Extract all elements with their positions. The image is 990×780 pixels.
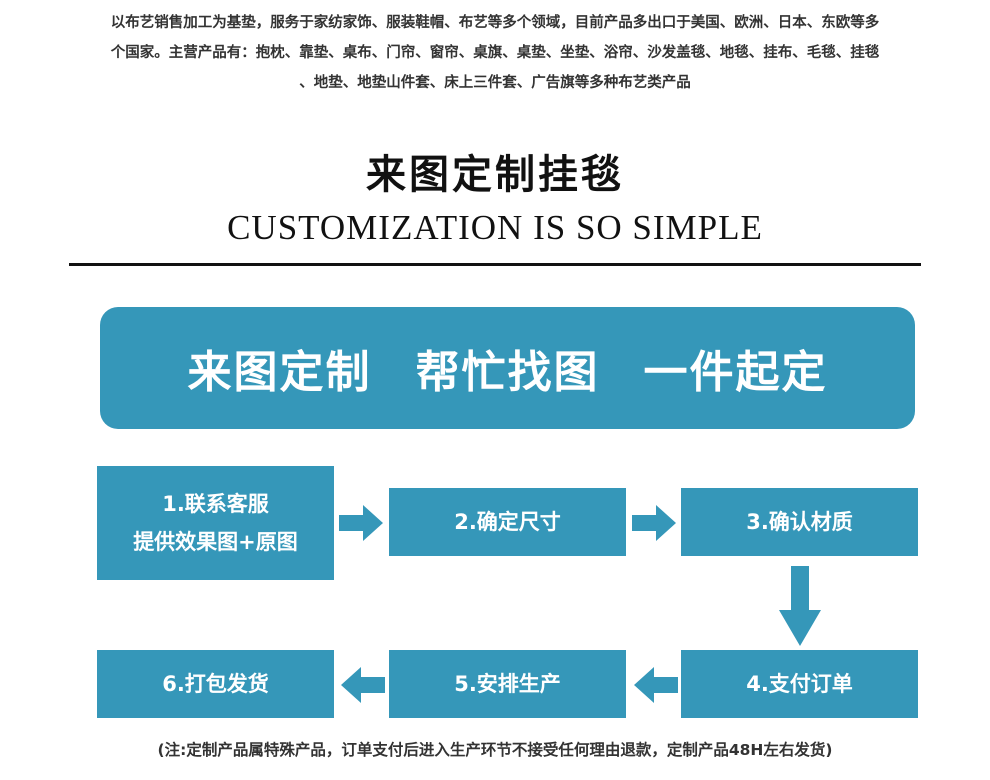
arrow-left-icon — [341, 667, 385, 703]
step-confirm-material: 3.确认材质 — [681, 488, 918, 556]
step-label: 1.联系客服 — [162, 492, 269, 516]
intro-text: 以布艺销售加工为基垫，服务于家纺家饰、服装鞋帽、布艺等多个领域，目前产品多出口于… — [14, 8, 976, 98]
slogan-text: 一件起定 — [643, 347, 828, 398]
footnote: (注:定制产品属特殊产品，订单支付后进入生产环节不接受任何理由退款，定制产品48… — [157, 741, 833, 759]
arrow-down-icon — [779, 566, 821, 646]
slogan-text: 来图定制 — [187, 347, 372, 398]
title-divider — [69, 263, 921, 266]
page-subtitle: CUSTOMIZATION IS SO SIMPLE — [227, 208, 763, 247]
step-label: 6.打包发货 — [162, 672, 269, 696]
slogan-banner: 来图定制 帮忙找图 一件起定 — [100, 307, 915, 429]
arrow-right-icon — [339, 505, 383, 541]
intro-line: 、地垫、地垫山件套、床上三件套、广告旗等多种布艺类产品 — [299, 75, 691, 91]
step-label: 4.支付订单 — [746, 672, 853, 696]
arrow-right-icon — [632, 505, 676, 541]
step-label: 5.安排生产 — [454, 672, 561, 696]
step-arrange-production: 5.安排生产 — [389, 650, 626, 718]
arrow-left-icon — [634, 667, 678, 703]
step-label: 提供效果图+原图 — [133, 530, 298, 554]
slogan-text: 帮忙找图 — [415, 347, 600, 398]
step-pack-ship: 6.打包发货 — [97, 650, 334, 718]
intro-line: 以布艺销售加工为基垫，服务于家纺家饰、服装鞋帽、布艺等多个领域，目前产品多出口于… — [110, 15, 880, 31]
page-title: 来图定制挂毯 — [366, 152, 624, 198]
step-pay-order: 4.支付订单 — [681, 650, 918, 718]
step-label: 3.确认材质 — [746, 510, 853, 534]
step-confirm-size: 2.确定尺寸 — [389, 488, 626, 556]
step-label: 2.确定尺寸 — [454, 510, 561, 534]
step-contact-service: 1.联系客服 提供效果图+原图 — [97, 466, 334, 580]
intro-line: 个国家。主营产品有：抱枕、靠垫、桌布、门帘、窗帘、桌旗、桌垫、坐垫、浴帘、沙发盖… — [110, 45, 880, 61]
